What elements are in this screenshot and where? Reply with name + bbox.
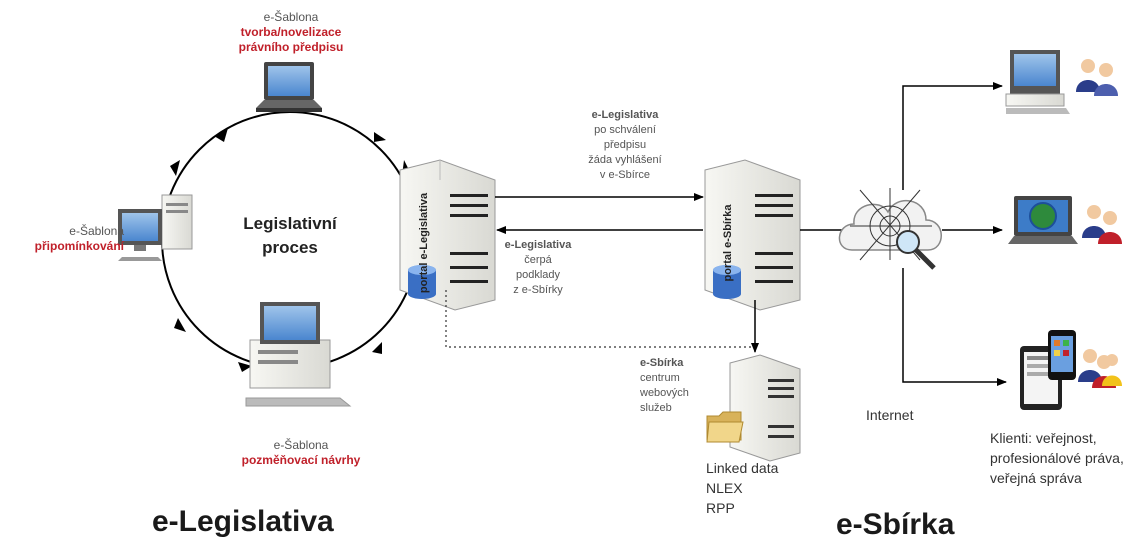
folder-icon bbox=[706, 411, 744, 443]
data-formats-list: Linked data NLEX RPP bbox=[706, 458, 778, 518]
template-name: připomínkování bbox=[34, 239, 124, 253]
server-label-e-sbirka: portal e-Sbírka bbox=[722, 204, 734, 282]
users-icon bbox=[1082, 205, 1122, 244]
client-laptop-icon bbox=[1008, 196, 1078, 244]
template-prefix: e-Šablona bbox=[273, 438, 329, 452]
template-label-left: e-Šablona připomínkování bbox=[20, 224, 124, 254]
cycle-title-line: proces bbox=[262, 238, 318, 257]
publish-request-label: e-Legislativa po schválení předpisu žáda… bbox=[560, 108, 690, 183]
format-item: Linked data bbox=[706, 460, 779, 476]
template-name: pozměňovací návrhy bbox=[241, 453, 361, 467]
section-title-e-sbirka: e-Sbírka bbox=[836, 508, 955, 541]
internet-label: Internet bbox=[866, 407, 914, 423]
clients-line: profesionálové práva, bbox=[990, 450, 1124, 466]
template-name: právního předpisu bbox=[238, 40, 344, 54]
template-name: tvorba/novelizace bbox=[240, 25, 342, 39]
desktop-computer-icon bbox=[118, 194, 193, 261]
laptop-icon bbox=[256, 62, 322, 112]
format-item: NLEX bbox=[706, 480, 743, 496]
label-line: v e-Sbírce bbox=[599, 169, 651, 181]
client-tablet-icon bbox=[1020, 330, 1076, 410]
label-title: e-Legislativa bbox=[591, 109, 659, 121]
format-item: RPP bbox=[706, 500, 735, 516]
desktop-computer-icon bbox=[245, 302, 352, 407]
users-icon bbox=[1076, 59, 1118, 96]
clients-line: Klienti: veřejnost, bbox=[990, 430, 1097, 446]
label-line: podklady bbox=[515, 269, 561, 281]
section-title-e-legislativa: e-Legislativa bbox=[152, 505, 334, 538]
template-prefix: e-Šablona bbox=[263, 10, 319, 24]
users-icon bbox=[1078, 349, 1122, 388]
clients-label: Klienti: veřejnost, profesionálové práva… bbox=[990, 428, 1124, 488]
web-services-server-icon bbox=[729, 354, 801, 462]
template-prefix: e-Šablona bbox=[69, 224, 124, 238]
label-line: čerpá bbox=[524, 254, 552, 266]
internet-cloud-icon bbox=[838, 188, 942, 270]
template-label-top: e-Šablona tvorba/novelizace právního pře… bbox=[236, 10, 346, 55]
label-line: služeb bbox=[640, 402, 672, 414]
label-line: centrum bbox=[640, 372, 680, 384]
template-label-bottom: e-Šablona pozměňovací návrhy bbox=[226, 438, 376, 468]
label-line: po schválení bbox=[594, 124, 656, 136]
server-e-sbirka-icon bbox=[704, 159, 801, 311]
cycle-title-line: Legislativní bbox=[243, 214, 337, 233]
clients-line: veřejná správa bbox=[990, 470, 1082, 486]
fetch-sources-label: e-Legislativa čerpá podklady z e-Sbírky bbox=[488, 238, 588, 298]
label-line: žáda vyhlášení bbox=[588, 154, 662, 166]
label-line: z e-Sbírky bbox=[513, 284, 563, 296]
web-services-label: e-Sbírka centrum webových služeb bbox=[640, 356, 702, 416]
label-title: e-Legislativa bbox=[504, 239, 572, 251]
label-title: e-Sbírka bbox=[640, 357, 684, 369]
server-e-legislativa-icon bbox=[399, 159, 496, 311]
label-line: webových bbox=[640, 387, 689, 399]
label-line: předpisu bbox=[603, 139, 647, 151]
cycle-title: Legislativní proces bbox=[230, 212, 350, 260]
client-desktop-icon bbox=[1005, 50, 1070, 114]
server-label-e-legislativa: portal e-Legislativa bbox=[418, 192, 430, 294]
